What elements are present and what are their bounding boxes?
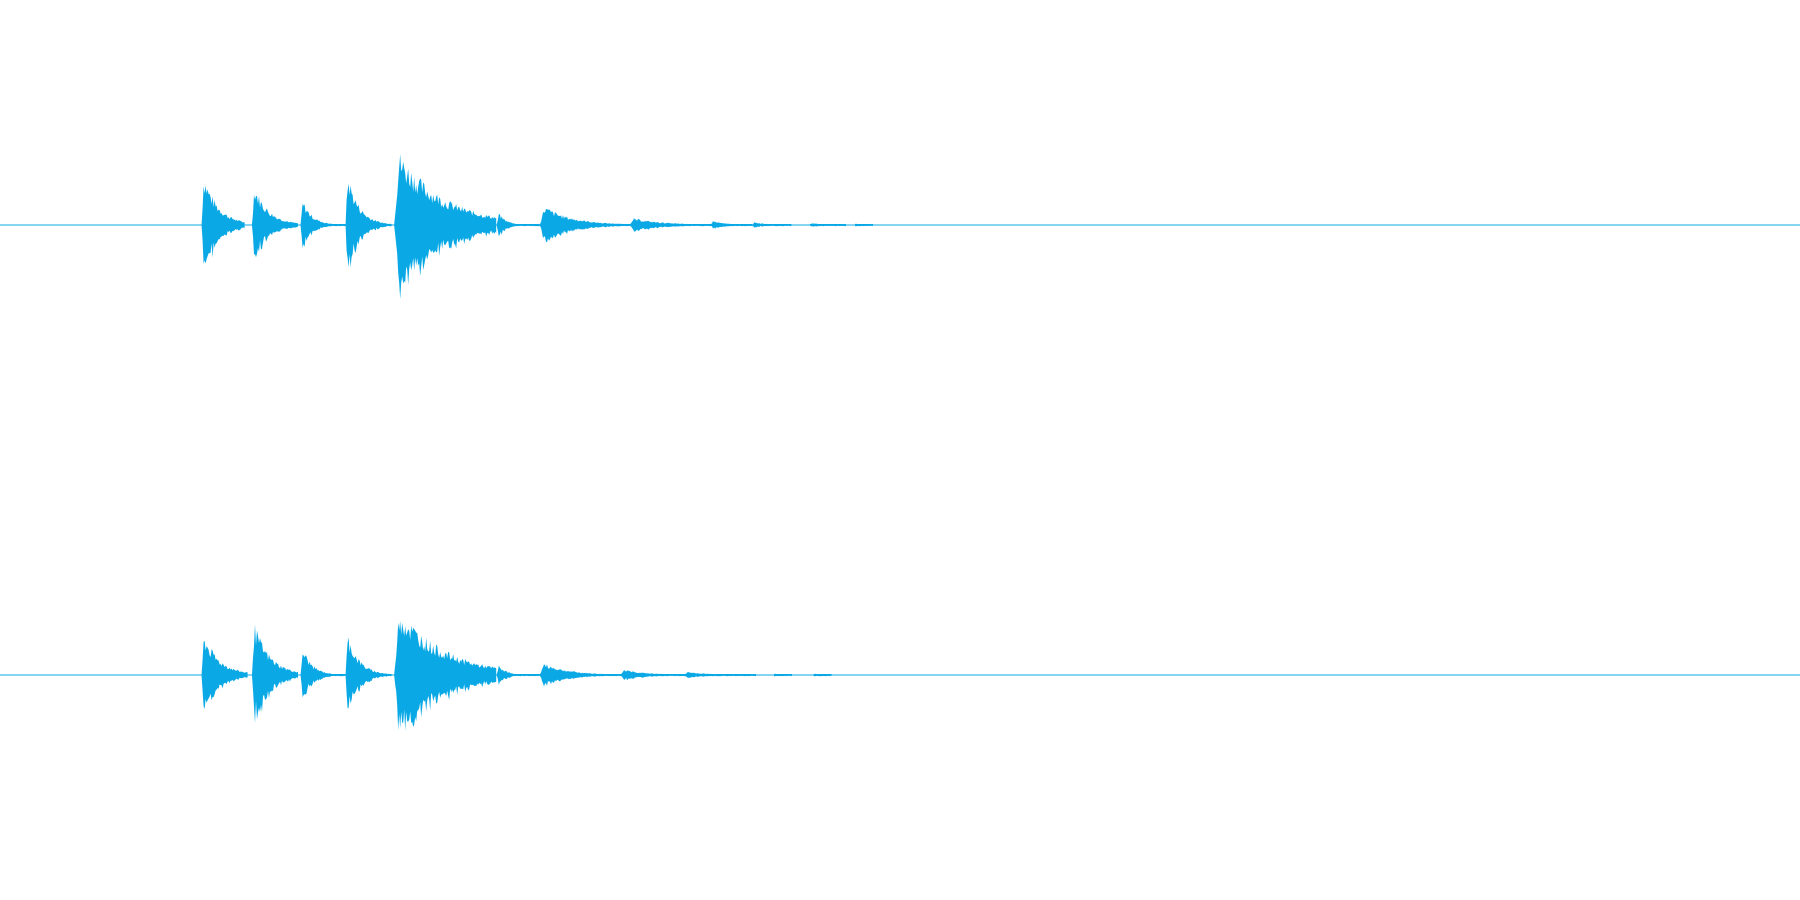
- waveform-burst: [810, 223, 846, 227]
- channel-left-waveform: [0, 154, 1800, 300]
- waveform-burst: [752, 222, 792, 228]
- waveform-burst: [252, 194, 298, 258]
- waveform-burst: [300, 203, 346, 248]
- waveform-burst: [684, 671, 756, 678]
- waveform-burst: [630, 218, 711, 232]
- waveform-burst: [345, 183, 392, 268]
- waveform-burst: [300, 654, 346, 698]
- waveform-burst: [621, 670, 684, 681]
- waveform-burst: [855, 223, 873, 227]
- waveform-burst: [345, 637, 392, 709]
- waveform-burst: [711, 220, 752, 229]
- waveform-burst: [394, 621, 497, 731]
- waveform-burst: [201, 641, 248, 709]
- waveform-burst: [496, 665, 540, 685]
- channel-right-waveform: [0, 621, 1800, 731]
- waveform-burst: [201, 185, 245, 264]
- waveform-burst: [813, 673, 832, 677]
- waveform-burst: [540, 208, 630, 243]
- waveform-burst: [252, 624, 298, 724]
- waveform-burst: [774, 673, 792, 677]
- waveform-burst: [394, 154, 497, 300]
- waveform-burst: [496, 213, 540, 237]
- waveform-burst: [540, 664, 621, 687]
